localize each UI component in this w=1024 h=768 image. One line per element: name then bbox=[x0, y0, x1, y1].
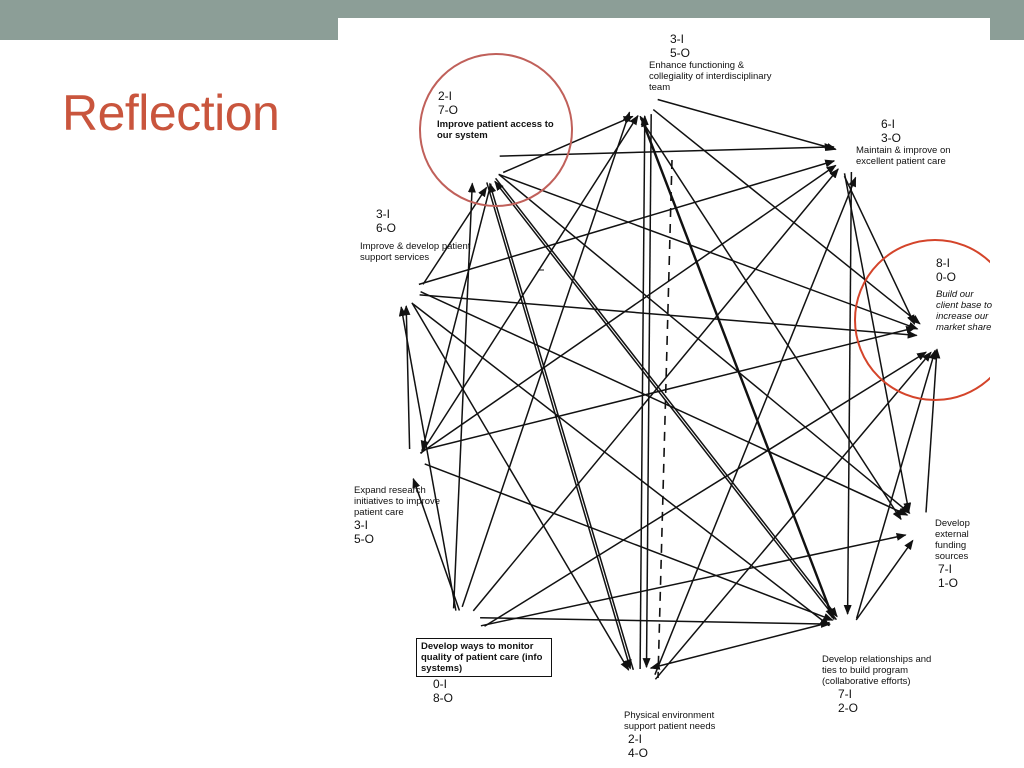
node-research-label: Expand research initiatives to improve p… bbox=[354, 485, 441, 518]
edge-physical-to-care bbox=[654, 176, 857, 675]
node-funding-out: 1-O bbox=[938, 576, 959, 590]
edge-quality-to-client bbox=[484, 351, 927, 627]
node-relationships-in: 7-I bbox=[838, 687, 853, 701]
node-research-in: 3-I bbox=[354, 518, 369, 532]
node-care-out: 3-O bbox=[881, 131, 902, 145]
edge-care-to-relationships bbox=[843, 171, 853, 615]
edge-access-to-relationships bbox=[495, 177, 838, 618]
edge-care-to-funding bbox=[843, 173, 912, 513]
edge-team-to-care bbox=[657, 98, 837, 151]
edge-relationships-to-physical bbox=[649, 621, 830, 670]
edge-funding-to-client bbox=[925, 348, 941, 513]
node-relationships-label: Develop relationships and ties to build … bbox=[822, 654, 932, 687]
node-client-label: Build our client base to increase our ma… bbox=[936, 289, 992, 333]
highlight-circle-client bbox=[854, 239, 990, 401]
edge-team-to-relationships bbox=[639, 115, 834, 619]
node-support-label: Improve & develop patient support servic… bbox=[360, 241, 471, 263]
edge-quality-to-access bbox=[452, 182, 476, 609]
edge-access-to-funding bbox=[498, 173, 911, 514]
node-research: Expand research initiatives to improve p… bbox=[354, 485, 448, 546]
edge-quality-to-relationships bbox=[480, 616, 832, 628]
edge-relationships-to-client bbox=[855, 349, 937, 619]
node-funding-label: Develop external funding sources bbox=[935, 518, 970, 562]
edge-care-to-client bbox=[843, 175, 916, 326]
node-physical: Physical environment support patient nee… bbox=[624, 710, 728, 760]
edge-access-to-team bbox=[502, 115, 634, 174]
node-research-out: 5-O bbox=[354, 532, 375, 546]
edge-research-to-care bbox=[419, 164, 837, 454]
node-quality-out: 8-O bbox=[433, 691, 454, 705]
edge-access-to-care bbox=[499, 143, 835, 157]
node-care-label: Maintain & improve on excellent patient … bbox=[856, 145, 951, 167]
edge-support-to-relationships bbox=[412, 303, 830, 627]
node-funding-in: 7-I bbox=[938, 562, 953, 576]
edge-relationships-to-team bbox=[641, 116, 835, 620]
node-access-out: 7-O bbox=[438, 103, 459, 117]
edge-team-to-physical bbox=[642, 114, 652, 669]
node-access-in: 2-I bbox=[438, 89, 453, 103]
edge-relationships-to-access bbox=[494, 180, 837, 621]
node-client: 8-I 0-O Build our client base to increas… bbox=[936, 256, 992, 333]
edge-access-to-client bbox=[498, 173, 919, 330]
node-physical-in: 2-I bbox=[628, 732, 643, 746]
slide-title: Reflection bbox=[62, 85, 280, 141]
edge-physical-to-access bbox=[488, 182, 635, 671]
edge-support-to-physical bbox=[411, 302, 630, 671]
edge-team-to-client bbox=[652, 109, 921, 325]
node-support: 3-I 6-O Improve & develop patient suppor… bbox=[360, 207, 472, 263]
edge-support-to-client bbox=[419, 294, 918, 339]
highlight-circle-access bbox=[419, 53, 573, 207]
edge-quality-to-team bbox=[461, 111, 631, 608]
node-access: 2-I 7-O Improve patient access to our sy… bbox=[437, 89, 557, 141]
edge-quality-to-care bbox=[472, 168, 839, 612]
edge-team-to-funding bbox=[639, 117, 902, 521]
edge-research-to-support bbox=[402, 305, 411, 450]
diagram-edges bbox=[398, 53, 990, 680]
edge-physical-to-team bbox=[639, 115, 649, 670]
edge-support-to-care bbox=[418, 159, 836, 286]
node-client-in: 8-I bbox=[936, 256, 951, 270]
edge-physical-to-client bbox=[654, 351, 932, 680]
node-support-out: 6-O bbox=[376, 221, 397, 235]
node-team: 3-I 5-O Enhance functioning & collegiali… bbox=[649, 32, 779, 93]
edge-relationships-to-funding bbox=[855, 539, 914, 621]
node-support-in: 3-I bbox=[376, 207, 391, 221]
edge-research-to-team bbox=[420, 114, 639, 454]
node-relationships-out: 2-O bbox=[838, 701, 859, 715]
node-relationships: Develop relationships and ties to build … bbox=[822, 654, 946, 715]
edge-research-to-relationships bbox=[424, 463, 834, 621]
node-team-out: 5-O bbox=[670, 46, 691, 60]
node-physical-label: Physical environment support patient nee… bbox=[624, 710, 716, 732]
edge-access-to-physical bbox=[486, 182, 632, 670]
edge-research-to-client bbox=[421, 325, 917, 452]
node-access-label: Improve patient access to our system bbox=[437, 119, 554, 141]
node-quality: Develop ways to monitor quality of patie… bbox=[416, 638, 552, 705]
dashed-divider bbox=[657, 159, 673, 679]
relations-diagram: 3-I 5-O Enhance functioning & collegiali… bbox=[338, 18, 992, 768]
edge-access-to-research bbox=[420, 183, 492, 451]
node-client-out: 0-O bbox=[936, 270, 957, 284]
node-funding: Develop external funding sources 7-I 1-O bbox=[935, 518, 983, 590]
node-team-label: Enhance functioning & collegiality of in… bbox=[649, 60, 772, 93]
node-physical-out: 4-O bbox=[628, 746, 649, 760]
node-care-in: 6-I bbox=[881, 117, 896, 131]
node-quality-label: Develop ways to monitor quality of patie… bbox=[416, 638, 552, 677]
edge-quality-to-support bbox=[398, 306, 457, 611]
node-quality-in: 0-I bbox=[433, 677, 448, 691]
node-care: 6-I 3-O Maintain & improve on excellent … bbox=[856, 117, 966, 167]
node-team-in: 3-I bbox=[670, 32, 685, 46]
